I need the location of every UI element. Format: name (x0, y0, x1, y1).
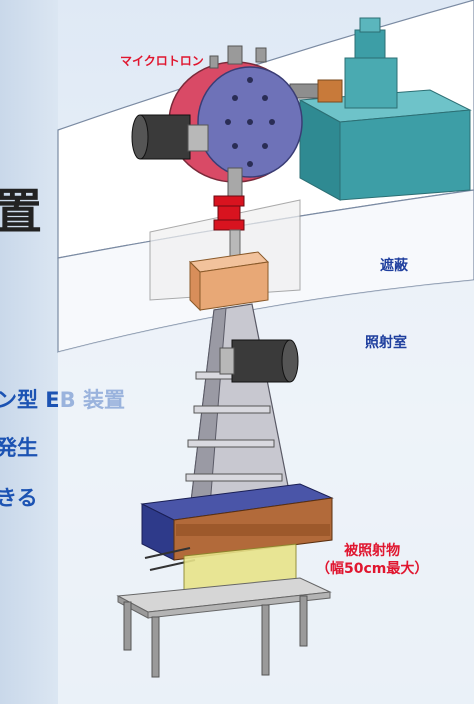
scan-horn (185, 303, 291, 511)
microtron (168, 45, 303, 183)
shielding-label: 遮蔽 (380, 258, 408, 274)
cropped-title-char: 置 (0, 184, 43, 240)
target-label: 被照射物 （幅50cm最大） (316, 542, 428, 578)
left-slide-panel (0, 0, 58, 704)
horn-motor (219, 339, 299, 383)
pipe-flange (317, 79, 343, 103)
cropped-bullet-line-3: きる (0, 486, 38, 510)
red-coupler (213, 195, 245, 231)
target-label-line2: （幅50cm最大） (316, 561, 429, 577)
cropped-bullet-line-2: 発生 (0, 436, 38, 460)
target-label-line1: 被照射物 (344, 543, 401, 559)
guide-rod-1 (144, 547, 191, 559)
microtron-label: マイクロトロン (120, 54, 204, 68)
irradiation-room-label: 照射室 (365, 335, 407, 351)
vacuum-pump (131, 114, 209, 160)
sample-table (116, 577, 332, 678)
vertical-beamline (227, 167, 243, 197)
bending-magnet (298, 17, 472, 201)
scan-horn-head (188, 251, 270, 312)
